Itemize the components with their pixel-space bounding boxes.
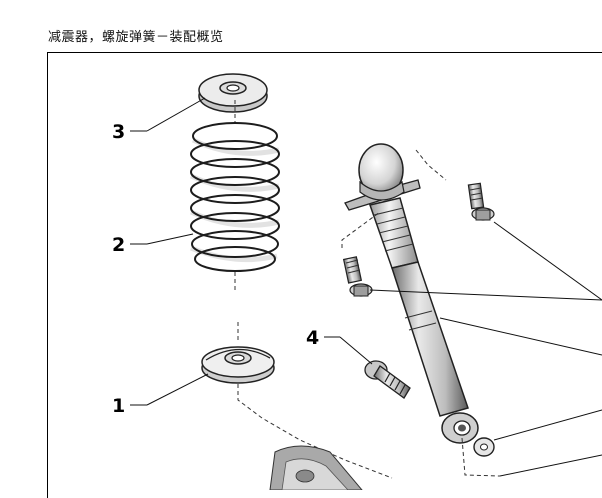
mount-bolt-right: [467, 182, 495, 221]
lower-spring-seat: [201, 346, 275, 384]
svg-text:4: 4: [306, 327, 319, 349]
upper-spring-seat: [198, 73, 268, 113]
bolt: [364, 360, 411, 399]
svg-text:2: 2: [112, 234, 125, 256]
coil-spring: [190, 122, 280, 272]
callout-1: 1: [112, 373, 209, 417]
diagram-frame: [47, 52, 602, 498]
leader-lines: [369, 221, 602, 477]
mount-bolt-left: [342, 256, 373, 297]
callout-3: 3: [112, 97, 206, 143]
page-title: 减震器，螺旋弹簧－装配概览: [48, 30, 224, 45]
bracket-fragment: [269, 445, 363, 490]
svg-text:1: 1: [112, 395, 125, 417]
callout-4: 4: [306, 327, 373, 365]
callout-2: 2: [112, 233, 194, 256]
shock-absorber: [344, 143, 495, 457]
svg-text:3: 3: [112, 121, 125, 143]
